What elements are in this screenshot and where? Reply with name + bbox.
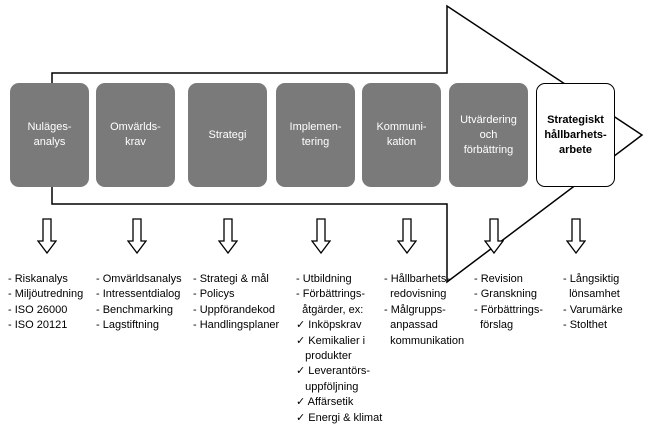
list-item: ✓ Inköpskrav — [296, 319, 362, 332]
list-utvardering: - Revision - Granskning - Förbättrings- fö… — [474, 272, 543, 334]
list-item: ✓ Kemikalier i — [296, 334, 366, 347]
list-item: ✓ Leverantörs- — [296, 365, 371, 378]
big-arrow-outline — [51, 4, 644, 284]
list-omvarldskrav: - Omvärldsanalys - Intressentdialog - Benc… — [96, 272, 182, 334]
list-item: - Riskanalys — [8, 273, 68, 285]
list-item: redovisning — [384, 288, 447, 301]
list-item: kommunikation — [384, 334, 465, 347]
list-item: - Förbättrings- — [474, 303, 544, 316]
list-item: - Miljöutredning — [8, 288, 84, 301]
list-item: anpassad — [384, 319, 438, 332]
list-item: - Varumärke — [563, 303, 623, 316]
down-arrow-icon — [484, 218, 504, 254]
list-item: - Revision — [474, 273, 523, 285]
list-item: - Förbättrings- — [296, 288, 366, 301]
list-item: produkter — [296, 350, 352, 363]
list-resultat: - Långsiktig lönsamhet - Varumärke - Stolt… — [563, 272, 623, 334]
list-item: - ISO 26000 — [8, 303, 68, 316]
down-arrow-icon — [397, 218, 417, 254]
step-omvarldskrav: Omvärlds- krav — [96, 83, 175, 187]
list-nulagesanalys: - Riskanalys - Miljöutredning - ISO 26000 -… — [8, 272, 83, 334]
step-nulagesanalys: Nuläges- analys — [10, 83, 89, 187]
down-arrow-icon — [566, 218, 586, 254]
step-strategiskt-hallbarhetsarbete: Strategiskt hållbarhets- arbete — [536, 83, 615, 187]
step-utvardering: Utvärdering och förbättring — [449, 83, 528, 187]
step-strategi: Strategi — [188, 83, 267, 187]
list-item: - Långsiktig — [563, 273, 620, 285]
down-arrow-icon — [218, 218, 238, 254]
list-kommunikation: - Hållbarhets- redovisning - Målgrupps- a… — [384, 272, 464, 349]
list-item: - Målgrupps- — [384, 303, 446, 316]
list-item: ✓ Affärsetik — [296, 396, 354, 409]
down-arrow-icon — [127, 218, 147, 254]
list-implementering: - Utbildning - Förbättrings- åtgärder, ex… — [296, 272, 382, 426]
list-item: - Granskning — [474, 288, 537, 301]
step-implementering: Implemen- tering — [276, 83, 355, 187]
list-item: - Omvärldsanalys — [96, 273, 182, 285]
list-item: - Intressentdialog — [96, 288, 181, 301]
list-item: - ISO 20121 — [8, 319, 68, 332]
list-item: - Utbildning — [296, 273, 352, 285]
list-item: - Policys — [193, 288, 235, 301]
list-item: - Handlingsplaner — [193, 319, 280, 332]
list-item: åtgärder, ex: — [296, 303, 364, 316]
list-item: förslag — [474, 319, 514, 332]
list-item: - Benchmarking — [96, 303, 174, 316]
list-strategi: - Strategi & mål - Policys - Uppförandekod… — [193, 272, 279, 334]
list-item: - Strategi & mål — [193, 273, 269, 285]
list-item: - Lagstiftning — [96, 319, 159, 332]
list-item: - Uppförandekod — [193, 303, 275, 316]
list-item: - Stolthet — [563, 319, 608, 332]
step-kommunikation: Kommuni- kation — [362, 83, 441, 187]
list-item: - Hållbarhets- — [384, 273, 451, 285]
list-item: ✓ Energi & klimat — [296, 411, 383, 424]
down-arrow-icon — [311, 218, 331, 254]
down-arrow-icon — [37, 218, 57, 254]
list-item: lönsamhet — [563, 288, 620, 301]
list-item: uppföljning — [296, 380, 359, 393]
